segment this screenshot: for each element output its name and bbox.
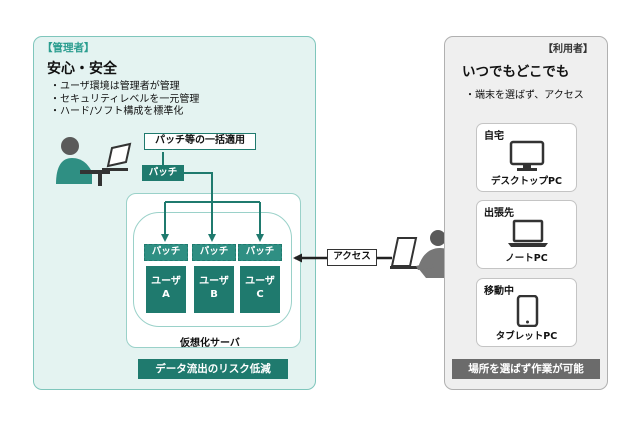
admin-point: ・ハード/ソフト構成を標準化 [50,106,184,117]
user-b-patch: パッチ [192,244,236,261]
place-name: 出張先 [484,208,514,219]
laptop-icon [508,219,548,247]
device-name: ノートPC [505,253,548,264]
user-tag: 【利用者】 [543,44,593,55]
admin-points: ・ユーザ環境は管理者が管理 ・セキュリティレベルを一元管理 ・ハード/ソフト構成… [50,81,199,119]
user-b-block: ユーザ B [194,266,234,313]
place-name: 移動中 [484,286,514,297]
admin-point: ・ユーザ環境は管理者が管理 [50,81,180,92]
user-a-patch: パッチ [144,244,188,261]
user-c-line1: ユーザ [245,276,275,287]
desktop-pc-icon [509,140,545,171]
place-card-home: 自宅 デスクトップPC [476,123,577,192]
user-c-patch: パッチ [238,244,282,261]
virtual-server-label: 仮想化サーバ [180,338,240,349]
admin-tag: 【管理者】 [42,42,95,54]
user-c-block: ユーザ C [240,266,280,313]
admin-title: 安心・安全 [47,61,117,77]
user-a-line1: ユーザ [151,276,181,287]
admin-patch-block: パッチ [142,165,184,181]
user-a-block: ユーザ A [146,266,186,313]
user-banner: 場所を選ばず作業が可能 [452,359,600,379]
device-name: デスクトップPC [491,176,562,187]
device-name: タブレットPC [495,331,558,342]
patch-bulk-callout: パッチ等の一括適用 [144,133,256,150]
user-point: ・端末を選ばず、アクセス [465,90,584,101]
user-a-line2: A [162,289,170,300]
place-card-transit: 移動中 タブレットPC [476,278,577,347]
admin-person-icon [56,137,132,186]
tablet-icon [516,295,539,327]
user-title: いつでもどこでも [462,64,570,80]
access-label: アクセス [327,249,377,266]
user-b-line2: B [210,289,218,300]
admin-banner: データ流出のリスク低減 [138,359,288,379]
place-name: 自宅 [484,131,504,142]
place-card-trip: 出張先 ノートPC [476,200,577,269]
admin-point: ・セキュリティレベルを一元管理 [50,93,200,105]
user-c-line2: C [256,289,264,300]
user-b-line1: ユーザ [199,276,229,287]
